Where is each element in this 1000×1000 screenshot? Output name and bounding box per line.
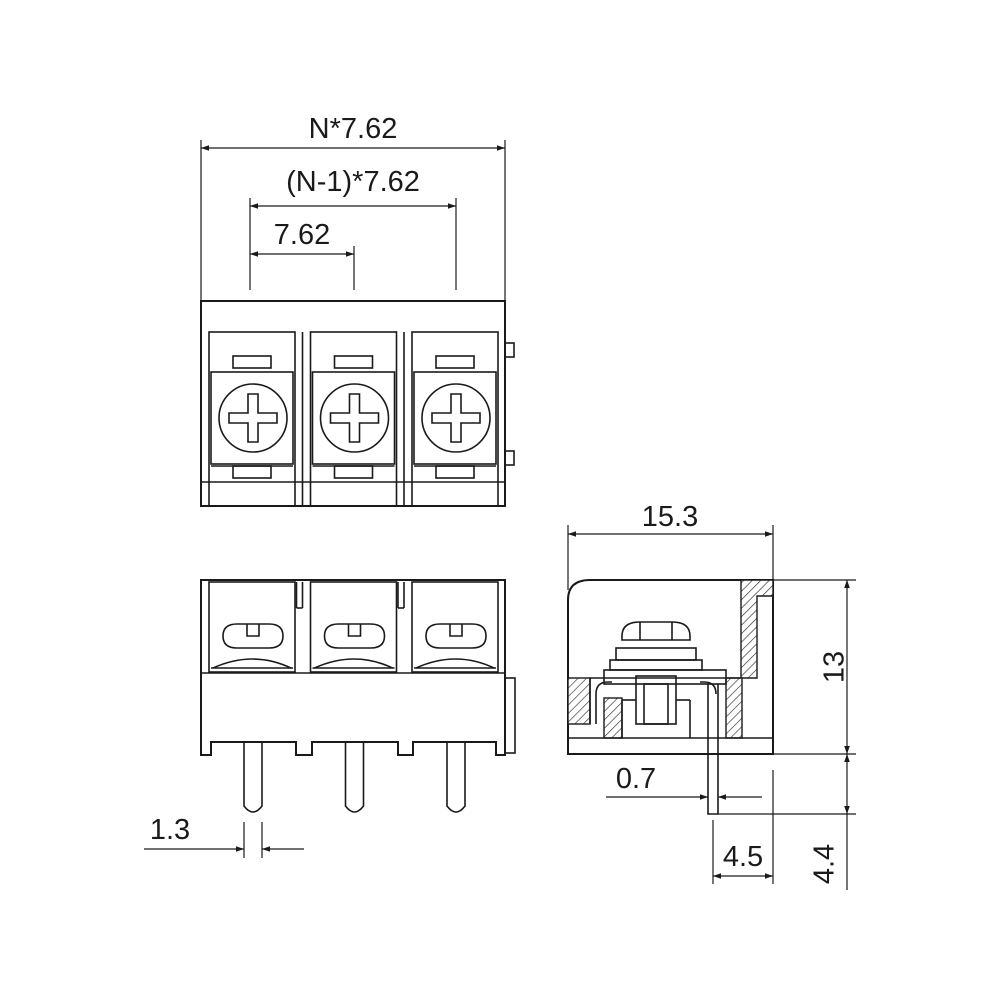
side-view: 15.3 13 bbox=[567, 501, 856, 890]
pin bbox=[446, 742, 466, 813]
dimension-pin-thickness: 0.7 bbox=[606, 763, 762, 800]
dimension-pin-length-label: 4.4 bbox=[809, 844, 841, 884]
dimension-height-label: 13 bbox=[819, 651, 851, 683]
dimension-depth: 15.3 bbox=[567, 501, 774, 590]
screw-head-icon bbox=[425, 623, 487, 649]
terminal-cell bbox=[208, 581, 296, 673]
screw-head-icon bbox=[218, 383, 288, 453]
dimension-pin-thickness-label: 0.7 bbox=[616, 763, 656, 795]
dimension-pin-length: 4.4 bbox=[718, 754, 856, 890]
dimension-pin-offset-label: 4.5 bbox=[723, 841, 763, 873]
top-view: N*7.62 (N-1)*7.62 7.62 bbox=[200, 113, 515, 507]
screw-head-icon bbox=[222, 623, 284, 649]
dimension-pitch-label: 7.62 bbox=[274, 219, 330, 251]
dimension-pin-width: 1.3 bbox=[144, 814, 304, 858]
dimension-pin-span: (N-1)*7.62 bbox=[249, 166, 457, 290]
dimension-pin-width-label: 1.3 bbox=[150, 814, 190, 846]
dimension-pitch: 7.62 bbox=[250, 219, 355, 290]
terminal-cell bbox=[309, 331, 398, 507]
pin bbox=[243, 742, 263, 813]
screw-head-icon bbox=[319, 383, 390, 453]
terminal-cell bbox=[411, 331, 499, 507]
screw-head-icon bbox=[421, 383, 491, 453]
front-view: 1.3 bbox=[144, 579, 516, 858]
terminal-cell bbox=[411, 581, 499, 673]
terminal-cell bbox=[208, 331, 296, 507]
pin bbox=[344, 742, 365, 813]
dimension-depth-label: 15.3 bbox=[642, 501, 698, 533]
dimension-pin-offset: 4.5 bbox=[712, 770, 774, 884]
dimension-height: 13 bbox=[773, 579, 856, 755]
terminal-cell bbox=[309, 581, 398, 673]
screw-head-icon bbox=[323, 623, 386, 649]
dimension-pin-span-label: (N-1)*7.62 bbox=[286, 166, 420, 198]
dimension-total-width-label: N*7.62 bbox=[309, 113, 398, 145]
dimension-total-width: N*7.62 bbox=[200, 113, 506, 300]
